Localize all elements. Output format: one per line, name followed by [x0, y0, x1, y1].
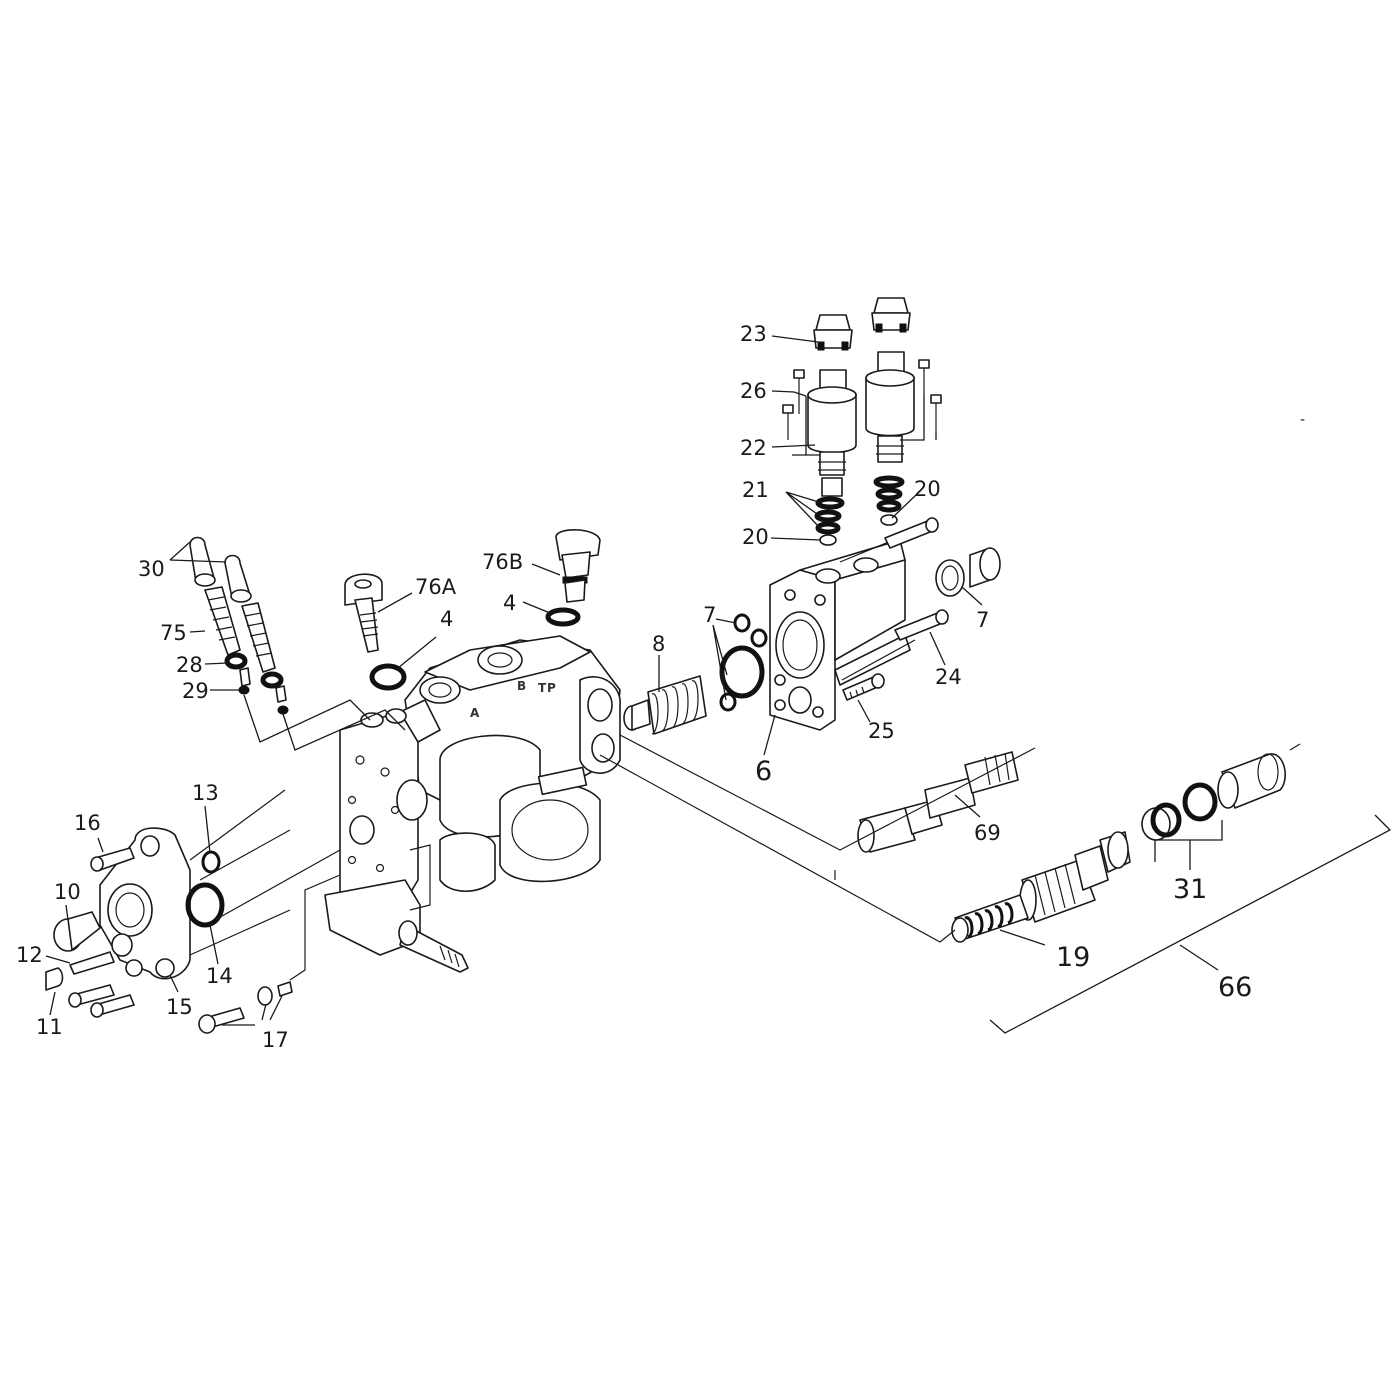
callout-16: 16 — [74, 811, 101, 835]
callout-23: 23 — [740, 322, 767, 346]
callout-17: 17 — [262, 1028, 289, 1052]
callout-8: 8 — [652, 632, 665, 656]
callout-7-left: 7 — [703, 603, 716, 627]
port-marking-a: A — [470, 706, 480, 720]
solenoid-valve-housing — [769, 524, 931, 731]
callout-dash: - — [1300, 412, 1305, 428]
callout-4-right: 4 — [503, 591, 516, 615]
cover-hardware — [45, 847, 293, 1034]
callout-labels: 23 26 22 21 20 20 30 75 28 29 76A 4 76B … — [16, 322, 1305, 1052]
solenoid-coil-right — [865, 351, 915, 463]
housing-bolts — [842, 517, 949, 701]
callout-10: 10 — [54, 880, 81, 904]
end-cover-15 — [99, 827, 191, 980]
callout-31: 31 — [1173, 874, 1207, 905]
callout-24: 24 — [935, 665, 962, 689]
body-markings: A B T P — [470, 679, 556, 720]
connector-right — [871, 297, 911, 333]
callout-66: 66 — [1218, 972, 1252, 1003]
relief-valves-left — [189, 536, 289, 715]
callout-28: 28 — [176, 653, 203, 677]
plug-76b — [545, 529, 601, 627]
callout-4-left: 4 — [440, 607, 453, 631]
callout-76a: 76A — [415, 575, 457, 599]
callout-75: 75 — [160, 621, 187, 645]
housing-orings — [719, 613, 768, 712]
callout-69: 69 — [974, 821, 1001, 845]
callout-30: 30 — [138, 557, 165, 581]
callout-14: 14 — [206, 964, 233, 988]
callout-76b: 76B — [482, 550, 523, 574]
callout-7-right: 7 — [976, 608, 989, 632]
solenoid-seals — [814, 475, 905, 546]
coil-screws — [782, 359, 942, 440]
port-marking-p: P — [547, 681, 556, 695]
connector-left — [813, 314, 853, 351]
spring-8 — [623, 675, 707, 735]
solenoid-coil-left — [807, 369, 857, 497]
callout-20-right: 20 — [914, 477, 941, 501]
spool-kit — [1019, 753, 1286, 923]
spool-69 — [857, 751, 1019, 853]
callout-25: 25 — [868, 719, 895, 743]
callout-19: 19 — [1056, 942, 1090, 973]
callout-6: 6 — [755, 756, 772, 787]
leader-lines — [45, 335, 1392, 1034]
callout-21: 21 — [742, 478, 769, 502]
valve-body — [324, 635, 621, 973]
callout-15: 15 — [166, 995, 193, 1019]
port-marking-t: T — [538, 681, 547, 695]
callout-11: 11 — [36, 1015, 63, 1039]
callout-20-left: 20 — [742, 525, 769, 549]
callout-29: 29 — [182, 679, 209, 703]
housing-plug — [935, 547, 1001, 597]
port-marking-b: B — [517, 679, 526, 693]
callout-22: 22 — [740, 436, 767, 460]
callout-13: 13 — [192, 781, 219, 805]
spring-19 — [951, 894, 1029, 943]
plug-76a — [344, 573, 407, 691]
callout-26: 26 — [740, 379, 767, 403]
callout-12: 12 — [16, 943, 43, 967]
solenoid-group — [782, 297, 942, 546]
